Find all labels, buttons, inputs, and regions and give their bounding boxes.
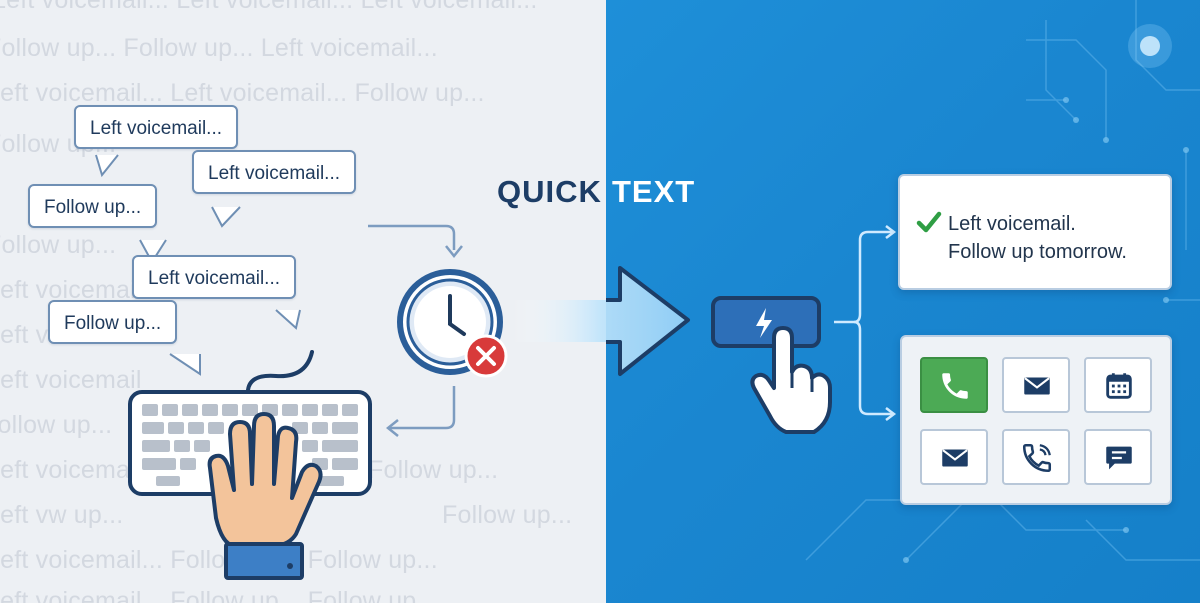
phone-call-icon — [1022, 443, 1052, 473]
phone-call-tile[interactable] — [1002, 429, 1070, 485]
email-tile[interactable] — [920, 429, 988, 485]
quick-text-title-part1: QUICK — [497, 174, 602, 209]
email-icon — [1024, 377, 1050, 395]
quick-text-button[interactable] — [710, 292, 840, 438]
chat-icon — [1106, 446, 1132, 470]
background-text-line: Left voicemail... Follow up... Follow up… — [0, 587, 438, 603]
quick-text-title-part2: TEXT — [612, 174, 696, 209]
checkmark-icon — [916, 211, 942, 233]
speech-bubble: Left voicemail... — [74, 105, 238, 149]
background-text-line: Follow up... Follow up... Left voicemail… — [0, 34, 438, 62]
background-text-line: Left vw up... — [0, 501, 124, 529]
speech-bubble: Left voicemail... — [132, 255, 296, 299]
phone-tile[interactable] — [920, 357, 988, 413]
background-text-line: Left voicemail... Left voicemail... Left… — [0, 0, 538, 14]
background-text-line: Left voicemail — [0, 366, 142, 394]
background-text-line: Left voicemail — [0, 276, 142, 304]
calendar-icon — [1106, 373, 1132, 399]
background-text-line: Left voicemail... Left voicemail... Foll… — [0, 79, 485, 107]
chat-tile[interactable] — [1084, 429, 1152, 485]
lightning-icon — [756, 308, 772, 338]
email-icon — [942, 449, 968, 467]
email-tile[interactable] — [1002, 357, 1070, 413]
pointer-hand-icon — [750, 326, 832, 434]
speech-bubble: Follow up... — [28, 184, 158, 228]
background-text-line: Follow up... — [368, 456, 499, 484]
background-text-line: Left voicemail — [0, 456, 142, 484]
result-line-1: Left voicemail. — [948, 213, 1076, 235]
keyboard-icon — [128, 350, 372, 580]
manual-typing-panel: Left voicemail... Left voicemail... Left… — [0, 0, 606, 603]
flow-arrows — [368, 224, 463, 437]
bubble-tails — [95, 154, 301, 376]
background-text-line: Follow up... — [0, 411, 113, 439]
result-note-card: Left voicemail. Follow up tomorrow. — [898, 174, 1172, 290]
arrow-right-icon — [512, 266, 690, 376]
hand-icon — [207, 412, 323, 580]
result-text: Left voicemail. Follow up tomorrow. — [948, 210, 1127, 266]
background-text-line: Left voicemail... Follow up... Follow up… — [0, 546, 438, 574]
speech-bubble: Left voicemail... — [192, 150, 356, 194]
clock-icon — [397, 269, 508, 378]
calendar-tile[interactable] — [1084, 357, 1152, 413]
background-text-line: Follow up... — [442, 501, 573, 529]
speech-bubble: Follow up... — [48, 300, 178, 344]
background-text-line: Follow up... — [0, 231, 117, 259]
branch-arrows — [834, 225, 897, 421]
result-line-2: Follow up tomorrow. — [948, 241, 1127, 263]
activity-actions-card — [900, 335, 1172, 505]
phone-icon — [942, 373, 968, 399]
